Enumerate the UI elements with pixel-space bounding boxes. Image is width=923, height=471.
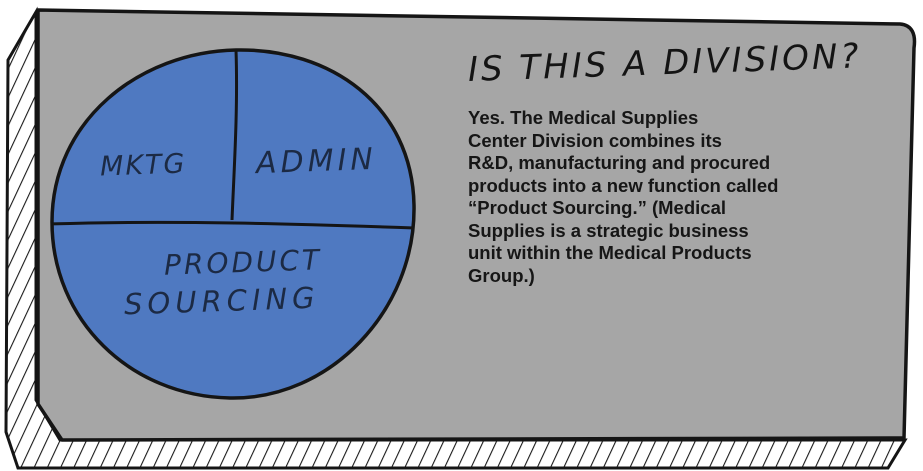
body-line: unit within the Medical Products	[468, 242, 752, 263]
body-line: Group.)	[468, 264, 535, 286]
segment-label-mktg: MKTG	[99, 148, 187, 183]
pie-divider-vertical	[230, 49, 239, 221]
body-line: R&D, manufacturing and procured	[468, 152, 771, 173]
pie-divider-horizontal	[52, 220, 415, 230]
segment-label-admin: ADMIN	[255, 141, 378, 182]
body-line: Yes. The Medical Supplies	[468, 107, 699, 128]
body-line: Supplies is a strategic business	[468, 219, 749, 241]
segment-label-product: PRODUCT	[163, 243, 323, 282]
panel-body: Yes. The Medical Supplies Center Divisio…	[468, 107, 838, 287]
body-line: “Product Sourcing.” (Medical	[468, 197, 726, 218]
segment-label-sourcing: SOURCING	[123, 280, 321, 322]
body-line: Center Division combines its	[468, 129, 722, 151]
body-line: products into a new function called	[468, 174, 779, 196]
